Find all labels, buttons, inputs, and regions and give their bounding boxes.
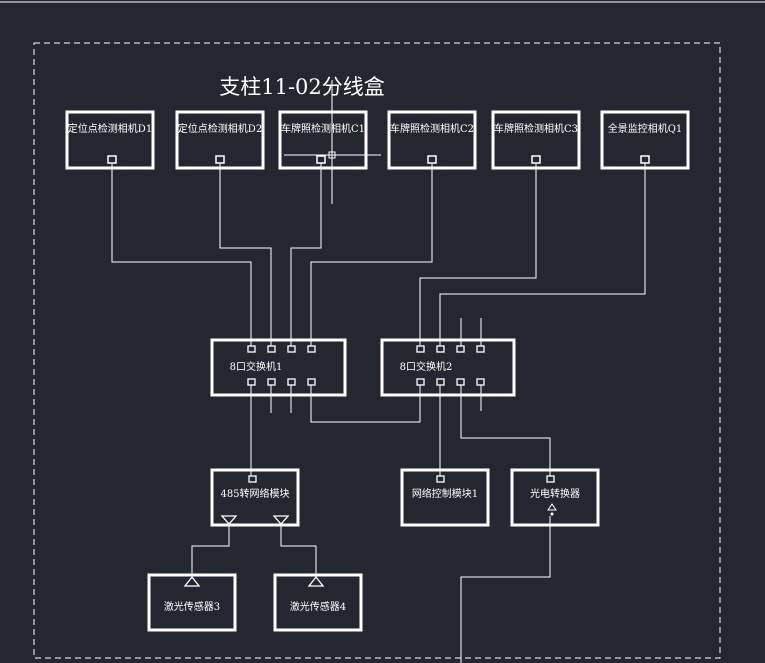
port-icon [546, 475, 555, 483]
sensor-port-icon [307, 575, 325, 587]
diagram-title: 支柱11-02分线盒 [219, 75, 385, 99]
junction-box-frame [33, 42, 721, 659]
camera-q1: 全景监控相机Q1 [600, 110, 690, 170]
port-icon [248, 475, 257, 483]
module-label: 光电转换器 [530, 487, 580, 500]
module-label: 485转网络模块 [220, 487, 289, 500]
camera-c1: 车牌照检测相机C1 [278, 110, 368, 170]
switch-label: 8口交换机2 [400, 360, 453, 373]
camera-label: 全景监控相机Q1 [608, 122, 683, 135]
port-icon [427, 155, 437, 164]
sensor-port-icon [220, 515, 238, 525]
optical-converter: 光电转换器 [510, 468, 600, 527]
port-icon [640, 155, 650, 164]
wiring [111, 163, 646, 663]
port-icon [107, 155, 117, 164]
sensor-label: 激光传感器3 [164, 600, 220, 613]
camera-d1: 定位点检测相机D1 [65, 110, 155, 170]
cable-fiber-out [460, 516, 551, 663]
fiber-port-icon [547, 503, 557, 511]
camera-label: 车牌照检测相机C1 [281, 122, 365, 135]
rs485-network-module: 485转网络模块 [210, 468, 300, 527]
cable-d2 [219, 163, 272, 346]
camera-label: 定位点检测相机D1 [68, 122, 152, 135]
sensor-port-icon [183, 575, 201, 587]
cable-q1 [439, 163, 646, 346]
cable-485-sensor4 [280, 524, 317, 577]
port-icon [436, 475, 445, 483]
sensor-label: 激光传感器4 [290, 600, 346, 613]
camera-c3: 车牌照检测相机C3 [491, 110, 581, 170]
switch-label: 8口交换机1 [230, 360, 283, 373]
cable-c1 [290, 163, 322, 346]
cable-switch2-optical [460, 385, 551, 476]
port-icon [416, 345, 485, 386]
camera-label: 车牌照检测相机C2 [390, 122, 474, 135]
switch-2: 8口交换机2 [380, 338, 516, 397]
cable-c3 [419, 163, 537, 346]
camera-label: 定位点检测相机D2 [178, 122, 262, 135]
sensor-port-icon [272, 515, 290, 525]
module-label: 网络控制模块1 [412, 487, 478, 500]
cable-d1 [111, 163, 252, 346]
camera-d2: 定位点检测相机D2 [175, 110, 265, 170]
cable-switch-cascade [310, 385, 421, 423]
laser-sensor-4: 激光传感器4 [273, 573, 363, 632]
laser-sensor-3: 激光传感器3 [147, 573, 237, 632]
network-control-module: 网络控制模块1 [400, 468, 490, 527]
port-icon [531, 155, 541, 164]
camera-c2: 车牌照检测相机C2 [387, 110, 477, 170]
camera-label: 车牌照检测相机C3 [494, 122, 578, 135]
fiber-dot-icon [550, 512, 554, 516]
port-icon [316, 155, 326, 164]
cable-c2 [310, 163, 433, 346]
port-icon [215, 155, 225, 164]
switch-1: 8口交换机1 [210, 338, 347, 397]
cable-485-sensor3 [191, 524, 230, 577]
